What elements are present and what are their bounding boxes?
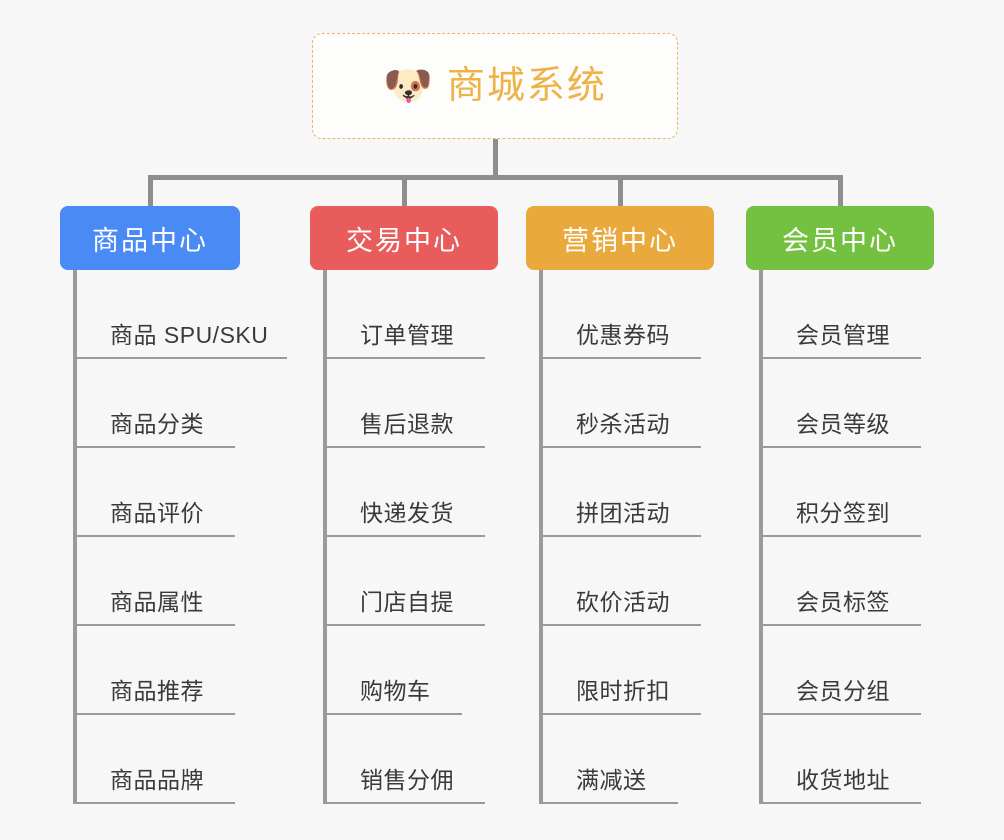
leaf-item-label: 优惠券码 (576, 322, 670, 348)
leaf-item[interactable]: 限时折扣 (543, 626, 701, 715)
leaf-item-label: 门店自提 (360, 589, 454, 615)
leaf-item[interactable]: 商品分类 (77, 359, 235, 448)
leaf-item-label: 砍价活动 (576, 589, 670, 615)
leaf-item[interactable]: 商品 SPU/SKU (77, 270, 287, 359)
leaf-item[interactable]: 商品属性 (77, 537, 235, 626)
branch-product-center: 商品中心商品 SPU/SKU 商品分类商品评价商品属性商品推荐商品品牌 (60, 206, 287, 804)
leaf-item[interactable]: 商品品牌 (77, 715, 235, 804)
leaf-item[interactable]: 门店自提 (327, 537, 485, 626)
leaf-item-label: 拼团活动 (576, 500, 670, 526)
leaf-item-label: 会员分组 (796, 678, 890, 704)
leaf-item-label: 销售分佣 (360, 767, 454, 793)
leaf-item[interactable]: 商品评价 (77, 448, 235, 537)
branch-trade-center: 交易中心订单管理售后退款快递发货门店自提购物车销售分佣 (310, 206, 498, 804)
connector-drop-product-center (148, 175, 153, 207)
connector-drop-member-center (838, 175, 843, 207)
leaf-list-marketing-center: 优惠券码秒杀活动拼团活动砍价活动限时折扣满减送 (539, 270, 714, 804)
connector-drop-trade-center (402, 175, 407, 207)
branch-header-member-center[interactable]: 会员中心 (746, 206, 934, 270)
branch-header-marketing-center[interactable]: 营销中心 (526, 206, 714, 270)
leaf-list-member-center: 会员管理会员等级积分签到会员标签会员分组收货地址 (759, 270, 934, 804)
leaf-item[interactable]: 积分签到 (763, 448, 921, 537)
leaf-item[interactable]: 砍价活动 (543, 537, 701, 626)
leaf-item-label: 会员管理 (796, 322, 890, 348)
leaf-item[interactable]: 销售分佣 (327, 715, 485, 804)
branch-member-center: 会员中心会员管理会员等级积分签到会员标签会员分组收货地址 (746, 206, 934, 804)
leaf-item[interactable]: 会员等级 (763, 359, 921, 448)
connector-drop-marketing-center (618, 175, 623, 207)
leaf-item[interactable]: 优惠券码 (543, 270, 701, 359)
leaf-item-label: 订单管理 (360, 322, 454, 348)
leaf-item-label: 售后退款 (360, 411, 454, 437)
leaf-item[interactable]: 会员管理 (763, 270, 921, 359)
branch-marketing-center: 营销中心优惠券码秒杀活动拼团活动砍价活动限时折扣满减送 (526, 206, 714, 804)
leaf-item-label: 商品评价 (110, 500, 204, 526)
leaf-list-product-center: 商品 SPU/SKU 商品分类商品评价商品属性商品推荐商品品牌 (73, 270, 287, 804)
leaf-item-label: 商品推荐 (110, 678, 204, 704)
leaf-item[interactable]: 拼团活动 (543, 448, 701, 537)
leaf-item[interactable]: 满减送 (543, 715, 678, 804)
leaf-item[interactable]: 售后退款 (327, 359, 485, 448)
leaf-item[interactable]: 购物车 (327, 626, 462, 715)
root-node-title: 商城系统 (446, 65, 607, 107)
leaf-item[interactable]: 会员标签 (763, 537, 921, 626)
leaf-item[interactable]: 快递发货 (327, 448, 485, 537)
branch-header-trade-center[interactable]: 交易中心 (310, 206, 498, 270)
leaf-item-label: 商品分类 (110, 411, 204, 437)
leaf-item-label: 限时折扣 (576, 678, 670, 704)
root-node-shop-system[interactable]: 🐶 商城系统 (312, 33, 678, 139)
leaf-item[interactable]: 会员分组 (763, 626, 921, 715)
connector-root-stem (493, 139, 498, 177)
leaf-item-label: 商品属性 (110, 589, 204, 615)
leaf-list-trade-center: 订单管理售后退款快递发货门店自提购物车销售分佣 (323, 270, 498, 804)
leaf-item[interactable]: 商品推荐 (77, 626, 235, 715)
leaf-item-label: 商品 SPU/SKU (110, 322, 269, 348)
leaf-item-label: 会员等级 (796, 411, 890, 437)
leaf-item-label: 满减送 (576, 767, 647, 793)
leaf-item-label: 商品品牌 (110, 767, 204, 793)
leaf-item[interactable]: 秒杀活动 (543, 359, 701, 448)
leaf-item[interactable]: 收货地址 (763, 715, 921, 804)
leaf-item-label: 收货地址 (796, 767, 890, 793)
leaf-item-label: 积分签到 (796, 500, 890, 526)
dog-face-icon: 🐶 (383, 64, 433, 108)
leaf-item-label: 会员标签 (796, 589, 890, 615)
connector-horizontal-rail (150, 175, 840, 180)
leaf-item-label: 购物车 (360, 678, 431, 704)
leaf-item-label: 快递发货 (360, 500, 454, 526)
leaf-item-label: 秒杀活动 (576, 411, 670, 437)
leaf-item[interactable]: 订单管理 (327, 270, 485, 359)
branch-header-product-center[interactable]: 商品中心 (60, 206, 240, 270)
